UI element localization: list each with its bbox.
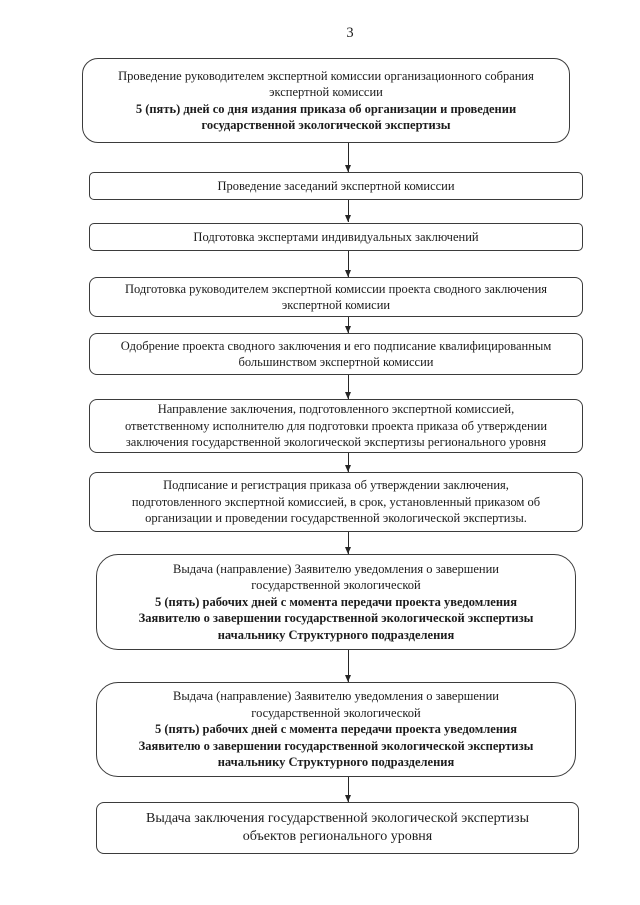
flow-box-org-meeting: Проведение руководителем экспертной коми… xyxy=(82,58,570,143)
flow-box-line: экспертной комисии xyxy=(281,298,391,312)
flow-box-line: 5 (пять) дней со дня издания приказа об … xyxy=(135,101,517,116)
flow-box-sending-conclusion: Направление заключения, подготовленного … xyxy=(89,399,583,453)
flow-box-line: Подготовка экспертами индивидуальных зак… xyxy=(193,229,479,244)
flow-box-line: Подготовка руководителем экспертной коми… xyxy=(124,281,548,296)
flow-box-approval-signing: Одобрение проекта сводного заключения и … xyxy=(89,333,583,375)
flow-box-draft-summary-conclusion: Подготовка руководителем экспертной коми… xyxy=(89,277,583,317)
flow-box-line: Выдача (направление) Заявителю уведомлен… xyxy=(173,561,499,576)
flow-box-line: Заявителю о завершении государственной э… xyxy=(138,738,534,753)
flow-box-line: 5 (пять) рабочих дней с момента передачи… xyxy=(154,722,518,737)
flow-box-line: Выдача (направление) Заявителю уведомлен… xyxy=(173,689,499,704)
flow-box-signing-registration-order: Подписание и регистрация приказа об утве… xyxy=(89,472,583,532)
flow-box-line: объектов регионального уровня xyxy=(242,829,433,844)
flow-arrow-down-icon xyxy=(345,375,351,399)
flow-arrow-down-icon xyxy=(345,251,351,277)
flow-arrow-down-icon xyxy=(345,453,351,472)
flow-box-line: экспертной комиссии xyxy=(269,85,383,99)
flow-box-line: ответственному исполнителю для подготовк… xyxy=(124,418,548,433)
flow-arrow-down-icon xyxy=(345,143,351,172)
flow-box-line: Проведение заседаний экспертной комиссии xyxy=(217,178,455,193)
flow-box-line: Направление заключения, подготовленного … xyxy=(157,402,515,417)
flow-box-line: Проведение руководителем экспертной коми… xyxy=(118,68,534,83)
flow-box-line: начальнику Структурного подразделения xyxy=(217,627,455,642)
flow-box-commission-sessions: Проведение заседаний экспертной комиссии xyxy=(89,172,583,200)
page-number: 3 xyxy=(346,25,354,41)
flow-arrow-down-icon xyxy=(345,317,351,333)
flow-box-line: заключения государственной экологической… xyxy=(125,435,547,450)
flow-box-line: большинством экспертной комиссии xyxy=(238,355,434,369)
flow-arrow-down-icon xyxy=(345,532,351,554)
flow-box-issue-conclusion: Выдача заключения государственной эколог… xyxy=(96,802,579,854)
flow-box-line: подготовленного экспертной комиссией, в … xyxy=(131,494,541,509)
flow-box-line: Подписание и регистрация приказа об утве… xyxy=(163,478,509,493)
flow-box-line: организации и проведении государственной… xyxy=(145,511,527,526)
flow-box-line: 5 (пять) рабочих дней с момента передачи… xyxy=(154,594,518,609)
flow-box-applicant-notice-2: Выдача (направление) Заявителю уведомлен… xyxy=(96,682,576,777)
flow-arrow-down-icon xyxy=(345,650,351,682)
flow-box-line: Выдача заключения государственной эколог… xyxy=(146,811,529,826)
flow-box-line: государственной экологической экспертизы xyxy=(201,118,451,132)
flow-box-line: государственной экологической xyxy=(251,578,421,593)
flow-arrow-down-icon xyxy=(345,777,351,802)
flow-box-individual-conclusions: Подготовка экспертами индивидуальных зак… xyxy=(89,223,583,251)
flow-arrow-down-icon xyxy=(345,200,351,222)
flow-box-line: Одобрение проекта сводного заключения и … xyxy=(120,338,552,353)
flow-box-line: государственной экологической xyxy=(251,705,421,720)
flow-box-line: начальнику Структурного подразделения xyxy=(217,755,455,770)
flow-box-line: Заявителю о завершении государственной э… xyxy=(138,611,534,626)
flow-box-applicant-notice-1: Выдача (направление) Заявителю уведомлен… xyxy=(96,554,576,650)
